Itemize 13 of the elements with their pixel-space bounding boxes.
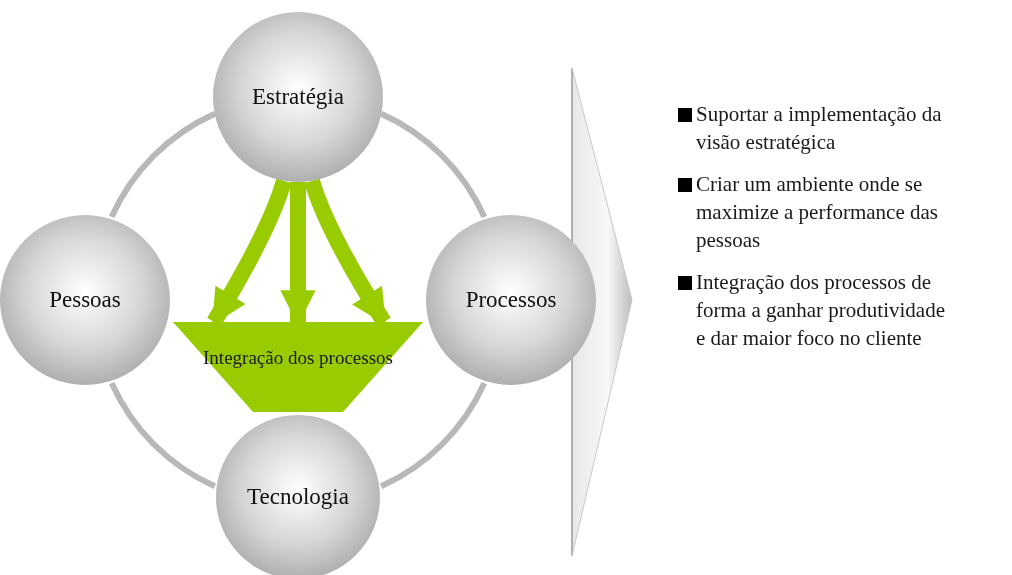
bullet-text: Integração dos processos de forma a ganhar produtividade e dar maior foco no cliente [696,269,946,352]
ring-connector [379,381,487,489]
node-label: Pessoas [49,285,121,314]
ring-connector [109,381,217,489]
node-label: Tecnologia [247,482,349,511]
node-label: Processos [465,285,557,314]
ring-connector [379,111,487,219]
node-label: Integração dos processos [203,346,393,370]
trapezoid-node [173,322,423,412]
node-label: Estratégia [252,82,344,111]
bullet-text: Suportar a implementação da visão estratégica [696,101,943,156]
bullet-text: Criar um ambiente onde se maximize a performance das pessoas [696,171,939,254]
ring-connector [109,111,217,219]
